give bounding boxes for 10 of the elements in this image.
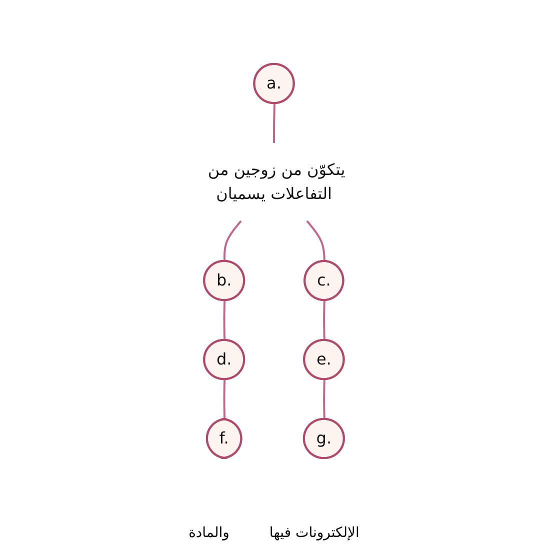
connector xyxy=(223,378,226,420)
connector xyxy=(273,102,276,142)
connector xyxy=(223,220,242,262)
connector xyxy=(323,378,326,420)
note-text: والمادة xyxy=(188,525,230,541)
node-text: يتكوّن من زوجين من التفاعلات يسميان xyxy=(208,160,346,202)
connector xyxy=(223,300,226,340)
connector xyxy=(306,220,326,262)
connector xyxy=(323,300,326,340)
note-text: الإلكترونات فيها xyxy=(269,525,360,541)
